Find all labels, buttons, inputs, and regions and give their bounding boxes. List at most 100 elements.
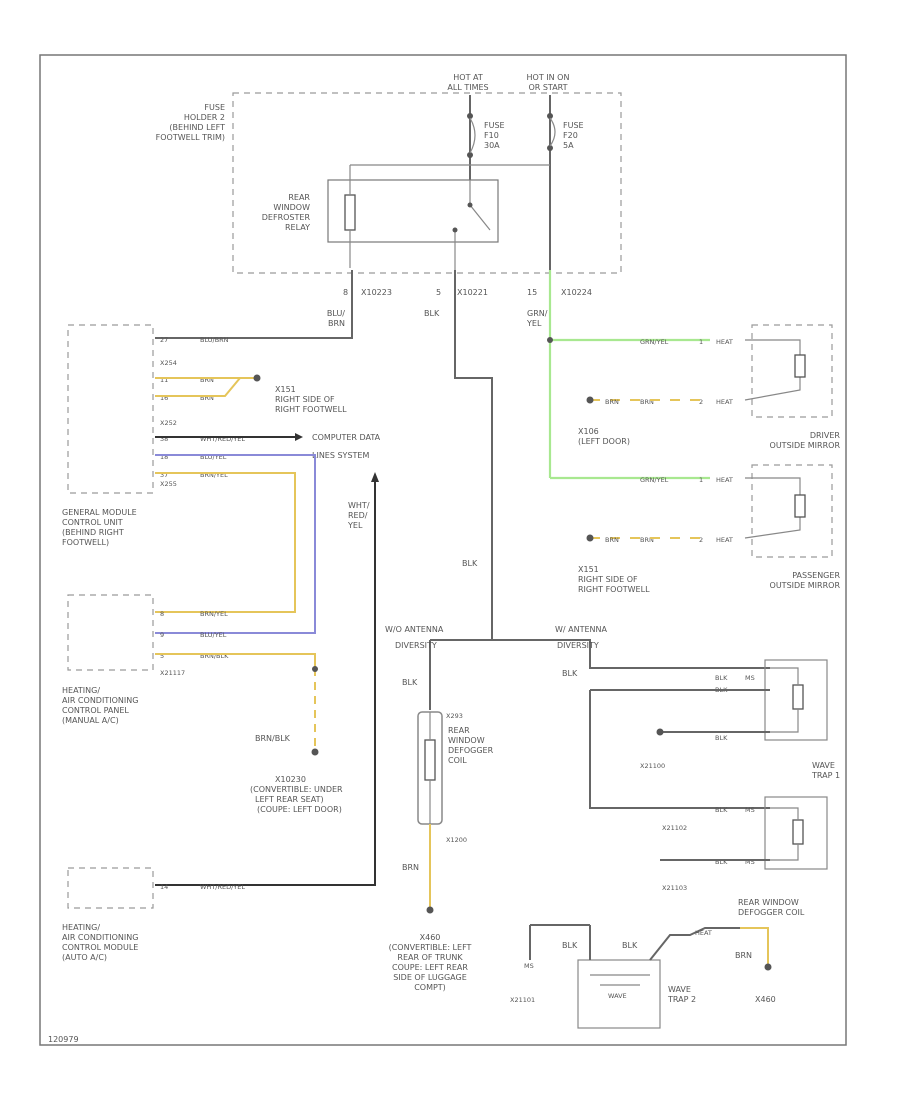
wire-blu-yel (155, 454, 316, 634)
hvac-label-4: (MANUAL A/C) (62, 716, 119, 725)
coil-blk: BLK (402, 678, 418, 687)
pin-15-conn: X10224 (561, 288, 592, 297)
relay-switch-node (467, 202, 473, 208)
general-module: GENERAL MODULE CONTROL UNIT (BEHIND RIGH… (62, 324, 381, 634)
gm-pin-27-wire: BLU/BRN (200, 336, 229, 344)
fuse-f10-top-node (467, 113, 473, 119)
relay-box (327, 179, 499, 243)
passenger-mirror-2: OUTSIDE MIRROR (770, 581, 841, 590)
wt1-blk-1: BLK (715, 674, 728, 682)
pin-8-wire-2: BRN (328, 319, 345, 328)
wt2-lower-blk-1: BLK (562, 941, 578, 950)
wave-trap-2-inner-icon (590, 974, 650, 986)
wt2-ms-1: MS (745, 806, 755, 814)
gm-conn-x254: X254 (160, 359, 177, 367)
coil-label-1: REAR (448, 726, 470, 735)
fuse-f20-bottom-node (547, 145, 553, 151)
fuse-f20-label-2: F20 (563, 131, 578, 140)
gm-ground-x151: X151 (275, 385, 296, 394)
fuse-f20-label-3: 5A (563, 141, 574, 150)
fuse-holder-label-2: HOLDER 2 (184, 113, 225, 122)
hvac-auto: HEATING/ AIR CONDITIONING CONTROL MODULE… (62, 867, 245, 962)
coil-brn: BRN (402, 863, 419, 872)
x21103-label: X21103 (662, 884, 687, 892)
hvac-splice-top (312, 666, 318, 672)
wire-blk-main (454, 270, 493, 640)
gm-pin-16-num: 16 (160, 394, 168, 402)
x21100-node (656, 728, 664, 736)
gm-pin-37-num: 37 (160, 471, 168, 479)
fuse-f10-icon (469, 117, 476, 154)
wave-trap-1-box (764, 659, 828, 741)
coil-label-4: COIL (448, 756, 467, 765)
gm-ground-x151-2: RIGHT SIDE OF (275, 395, 335, 404)
gm-label-2: CONTROL UNIT (62, 518, 123, 527)
passenger-heater-lead (744, 477, 801, 539)
driver-wire-gy: GRN/YEL (640, 338, 669, 346)
coil-label-2: WINDOW (448, 736, 485, 745)
passenger-wire-brn: BRN (605, 536, 619, 544)
hvac-ground-2: (CONVERTIBLE: UNDER (250, 785, 343, 794)
hvac-pin-9-num: 9 (160, 631, 164, 639)
gm-can-1: COMPUTER DATA (312, 433, 381, 442)
wire-wt2-to-rwdc (649, 927, 740, 961)
hvac-pin-5-wire: BRN/BLK (200, 652, 229, 660)
rwdc-label-1: REAR WINDOW (738, 898, 799, 907)
wave-trap-2-icon (792, 819, 804, 845)
gm-label-4: FOOTWELL) (62, 538, 109, 547)
gm-conn-x255: X255 (160, 480, 177, 488)
gm-pin-11-num: 11 (160, 376, 168, 384)
hvac-pin-8-wire: BRN/YEL (200, 610, 228, 618)
pin-5-num: 5 (436, 288, 441, 297)
hvac-conn: X21117 (160, 669, 185, 677)
mirrors: DRIVER OUTSIDE MIRROR GRN/YEL 1 HEAT BRN… (578, 324, 841, 594)
fuse-f10-label-1: FUSE (484, 121, 505, 130)
wave-blk: BLK (562, 669, 578, 678)
wire-wht-red-yel (155, 475, 376, 886)
passenger-mirror-1: PASSENGER (792, 571, 840, 580)
ground-x460-5: SIDE OF LUGGAGE (393, 973, 467, 982)
wt1-ms: MS (745, 674, 755, 682)
ground-x151b-2: RIGHT SIDE OF (578, 575, 638, 584)
relay-switch-icon (454, 180, 491, 270)
ground-x106-2: (LEFT DOOR) (578, 437, 630, 446)
w-antenna-2: DIVERSITY (557, 641, 599, 650)
x21100-label: X21100 (640, 762, 665, 770)
pin-15-wire-2: YEL (526, 319, 542, 328)
rwdc-label-2: DEFOGGER COIL (738, 908, 805, 917)
wire-rwdc-brn (740, 927, 769, 965)
fuse-f10-label-2: F10 (484, 131, 499, 140)
driver-pin-heat-1: HEAT (716, 338, 733, 346)
gm-pin-38-wire: WHT/RED/YEL (200, 435, 245, 443)
hvac-ground-1: X10230 (275, 775, 306, 784)
pin-5-conn: X10221 (457, 288, 488, 297)
wire-wt2-lower-left (529, 925, 591, 960)
wave-trap-2-label-1: WAVE (668, 985, 691, 994)
ground-x460-6: COMPT) (414, 983, 446, 992)
driver-pin-num-1: 1 (699, 338, 703, 346)
passenger-pin-heat-1: HEAT (716, 476, 733, 484)
gm-pin-37-wire: BRN/YEL (200, 471, 228, 479)
fuse-holder-label-4: FOOTWELL TRIM) (156, 133, 225, 142)
rwdc-heat: HEAT (695, 929, 712, 937)
passenger-heater-icon (794, 494, 806, 518)
wire-wt1-to-wt2 (589, 690, 770, 809)
wave-trap-2-unit-label: WAVE (608, 992, 627, 1000)
hvac-label-3: CONTROL PANEL (62, 706, 129, 715)
gm-pin-38-num: 38 (160, 435, 168, 443)
wt2-blk-2: BLK (715, 858, 728, 866)
relay-label-1: REAR (288, 193, 310, 202)
hot-at-all-times-1: HOT AT (453, 73, 483, 82)
hvac-auto-label-2: AIR CONDITIONING (62, 933, 138, 942)
wire-brn-blk (155, 653, 316, 668)
hot-in-on-1: HOT IN ON (527, 73, 570, 82)
wt2-ms-2: MS (745, 858, 755, 866)
pin-15-num: 15 (527, 288, 537, 297)
hvac-pin-9-wire: BLU/YEL (200, 631, 227, 639)
wave-trap-1-label-1: WAVE (812, 761, 835, 770)
coil-x293: X293 (446, 712, 463, 720)
relay-coil-icon (344, 194, 356, 231)
hvac-label-1: HEATING/ (62, 686, 100, 695)
rwdc-brn: BRN (735, 951, 752, 960)
